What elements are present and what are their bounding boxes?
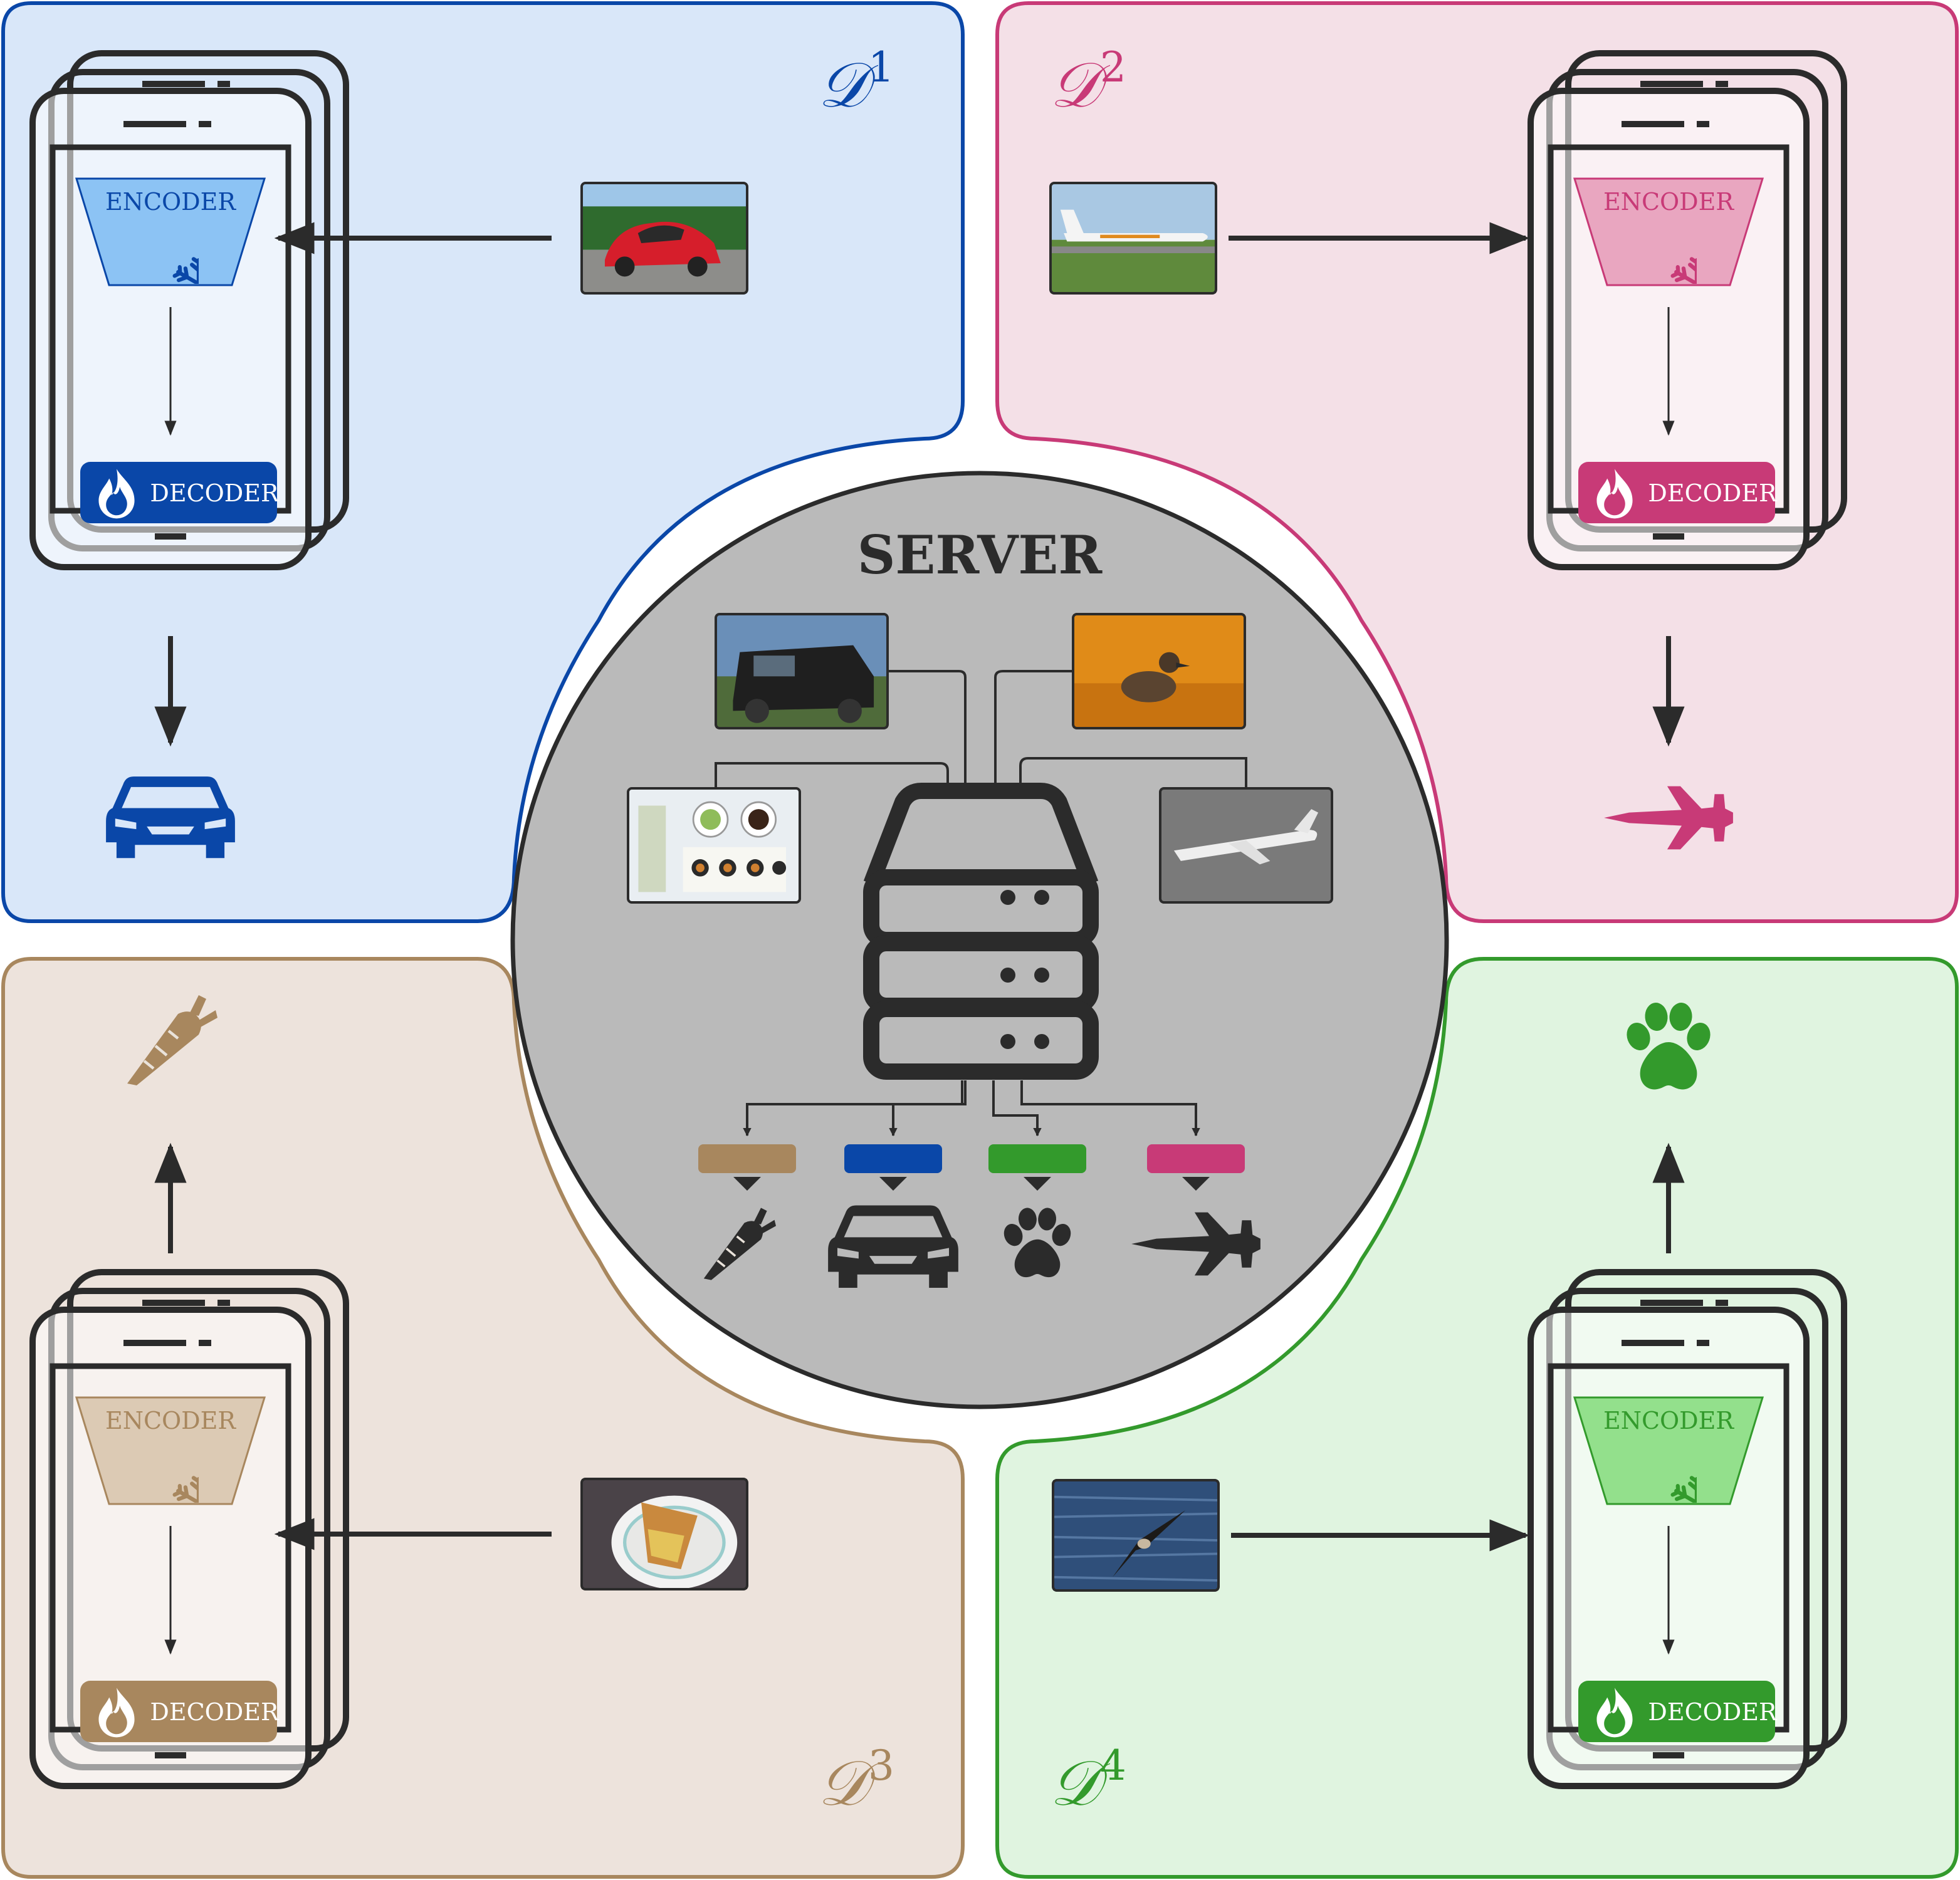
head-block <box>988 1144 1086 1173</box>
server-output-connectors <box>743 1080 1200 1137</box>
server-head-4 <box>1131 1144 1260 1275</box>
dataset-label: 𝒟2 <box>1050 43 1126 122</box>
decoder-block: DECODER <box>80 462 280 523</box>
head-block <box>844 1144 942 1173</box>
decoder-label: DECODER <box>150 1698 280 1726</box>
client-3: ENCODER DECODER 𝒟3 <box>33 995 894 1820</box>
decoder-label: DECODER <box>150 479 280 507</box>
sushi-photo <box>627 787 801 904</box>
server-title: SERVER <box>857 524 1103 586</box>
encoder-label: ENCODER <box>1603 188 1734 216</box>
duck-photo <box>1072 613 1246 729</box>
decoder-block: DECODER <box>1578 462 1778 523</box>
jeep-photo <box>715 613 889 729</box>
decoder-block: DECODER <box>80 1681 280 1742</box>
head-block <box>698 1144 796 1173</box>
server-head-3 <box>988 1144 1086 1277</box>
encoder-block: ENCODER <box>1573 177 1764 286</box>
decoder-label: DECODER <box>1648 479 1778 507</box>
clients: ENCODERDECODER𝒟1ENCODERDECODER𝒟2ENCODERD… <box>33 43 1844 1820</box>
red-car-photo <box>580 182 748 295</box>
encoder-label: ENCODER <box>1603 1407 1734 1434</box>
head-arrow <box>879 1177 907 1191</box>
airplane-photo <box>1049 182 1217 295</box>
pie-photo <box>580 1478 748 1590</box>
server-input-connectors <box>715 670 1247 792</box>
decoder-block: DECODER <box>1578 1681 1778 1742</box>
airliner-photo <box>1159 787 1333 904</box>
server-head-1 <box>698 1144 796 1280</box>
encoder-block: ENCODER <box>75 1396 266 1505</box>
server-rack-icon <box>863 783 1099 1080</box>
encoder-block: ENCODER <box>75 177 266 286</box>
server-rack-lights <box>1000 890 1049 1049</box>
head-arrow <box>733 1177 761 1191</box>
head-arrow <box>1182 1177 1210 1191</box>
encoder-label: ENCODER <box>105 1407 236 1434</box>
server-head-2 <box>828 1144 958 1288</box>
encoder-block: ENCODER <box>1573 1396 1764 1505</box>
dataset-label: 𝒟3 <box>818 1742 894 1820</box>
decoder-label: DECODER <box>1648 1698 1778 1726</box>
seabird-photo <box>1052 1479 1220 1592</box>
server-heads <box>698 1144 1260 1288</box>
encoder-label: ENCODER <box>105 188 236 216</box>
head-block <box>1147 1144 1245 1173</box>
client-2: ENCODER DECODER 𝒟2 <box>1049 43 1844 849</box>
head-arrow <box>1024 1177 1051 1191</box>
